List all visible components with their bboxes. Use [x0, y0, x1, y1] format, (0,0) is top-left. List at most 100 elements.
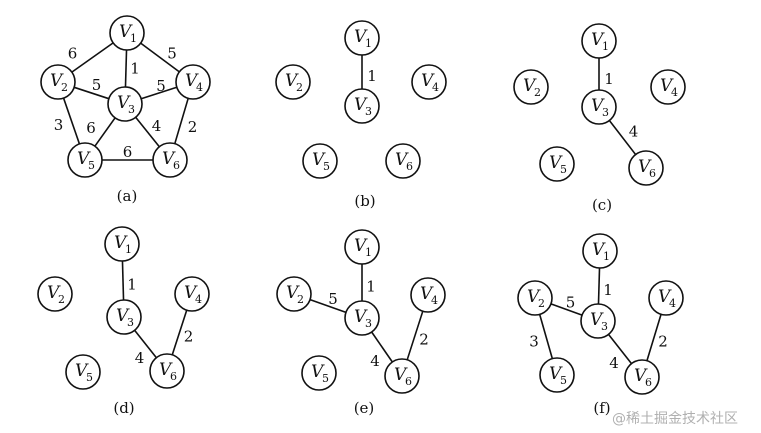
panel-label: (d) [113, 399, 134, 417]
edge-weight: 5 [92, 76, 102, 94]
node-subscript: 4 [431, 294, 438, 307]
node-v1: V1 [104, 226, 140, 262]
edge-weight: 3 [54, 116, 64, 134]
node-v3: V3 [106, 299, 142, 335]
edge-v3-v6 [135, 116, 160, 148]
node-subscript: 3 [127, 316, 134, 329]
panel-label: (a) [117, 187, 138, 205]
node-subscript: 5 [323, 160, 330, 173]
edge-v4-v6 [171, 309, 188, 356]
node-subscript: 4 [196, 81, 203, 94]
node-v5: V5 [65, 354, 101, 390]
node-subscript: 5 [322, 372, 329, 385]
edge-weight: 1 [604, 70, 614, 88]
node-circle [152, 142, 188, 178]
node-circle [149, 353, 185, 389]
edge-v2-v3 [73, 86, 110, 100]
node-letter: V [421, 71, 435, 91]
node-circle [40, 64, 76, 100]
node-circle [37, 276, 73, 312]
node-circle [624, 359, 660, 395]
node-subscript: 2 [538, 297, 545, 310]
node-v6: V6 [149, 353, 185, 389]
node-circle [174, 276, 210, 312]
node-letter: V [660, 76, 674, 96]
edge-weight: 6 [86, 119, 96, 137]
node-letter: V [591, 30, 605, 50]
node-circle [109, 15, 145, 51]
node-circle [582, 233, 618, 269]
node-v4: V4 [175, 64, 211, 100]
node-circle [411, 64, 447, 100]
node-subscript: 6 [645, 376, 652, 389]
node-subscript: 6 [406, 160, 413, 173]
node-v1: V1 [581, 23, 617, 59]
node-letter: V [634, 366, 648, 386]
node-circle [650, 69, 686, 105]
node-letter: V [590, 310, 604, 330]
node-subscript: 2 [61, 81, 68, 94]
edge-v3-v5 [94, 117, 116, 147]
node-circle [384, 358, 420, 394]
edge-weight: 5 [156, 77, 166, 95]
node-letter: V [185, 71, 199, 91]
node-v6: V6 [152, 142, 188, 178]
node-letter: V [184, 283, 198, 303]
node-subscript: 4 [195, 293, 202, 306]
edge-weight: 4 [370, 352, 380, 370]
node-subscript: 2 [297, 293, 304, 306]
node-v5: V5 [67, 142, 103, 178]
node-v5: V5 [302, 143, 338, 179]
node-letter: V [549, 153, 563, 173]
node-circle [385, 143, 421, 179]
node-v2: V2 [517, 280, 553, 316]
edge-weight: 5 [167, 45, 177, 63]
node-subscript: 5 [560, 163, 567, 176]
node-circle [104, 226, 140, 262]
edge-v3-v4 [140, 86, 178, 100]
node-subscript: 3 [365, 317, 372, 330]
edge-v2-v3 [309, 298, 347, 314]
edge-v1-v2 [71, 42, 114, 73]
node-letter: V [159, 360, 173, 380]
node-letter: V [527, 287, 541, 307]
node-v4: V4 [410, 277, 446, 313]
node-circle [65, 354, 101, 390]
node-letter: V [354, 236, 368, 256]
node-subscript: 6 [405, 375, 412, 388]
node-letter: V [394, 365, 408, 385]
node-subscript: 5 [88, 159, 95, 172]
node-subscript: 2 [534, 86, 541, 99]
node-circle [106, 299, 142, 335]
node-v6: V6 [624, 359, 660, 395]
panel-label: (c) [592, 196, 612, 214]
edge-v4-v6 [646, 314, 662, 361]
edge-weight: 1 [366, 278, 376, 296]
node-circle [581, 89, 617, 125]
edge-v1-v4 [140, 42, 180, 73]
node-letter: V [286, 283, 300, 303]
node-letter: V [354, 27, 368, 47]
node-letter: V [285, 71, 299, 91]
node-letter: V [420, 284, 434, 304]
node-circle [344, 229, 380, 265]
node-v1: V1 [582, 233, 618, 269]
edge-v3-v6 [370, 331, 394, 363]
edge-v2-v5 [538, 314, 554, 359]
node-v4: V4 [648, 280, 684, 316]
node-subscript: 4 [671, 86, 678, 99]
node-letter: V [591, 96, 605, 116]
edge-weight: 1 [367, 67, 377, 85]
node-circle [276, 276, 312, 312]
node-v1: V1 [109, 15, 145, 51]
node-letter: V [77, 149, 91, 169]
edge-v4-v6 [174, 98, 189, 144]
node-v5: V5 [539, 357, 575, 393]
node-circle [67, 142, 103, 178]
edge-v3-v6 [133, 329, 158, 359]
node-letter: V [658, 287, 672, 307]
